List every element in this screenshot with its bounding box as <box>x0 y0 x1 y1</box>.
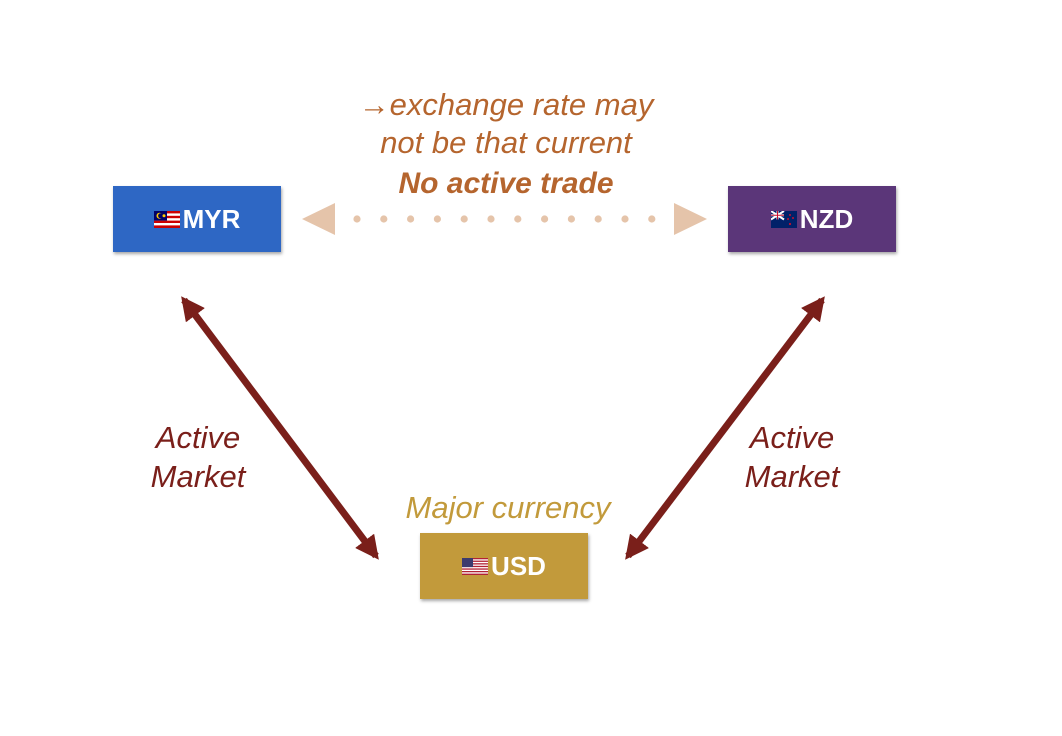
no-active-trade-label: No active trade <box>398 167 614 200</box>
no-trade-dot <box>433 215 441 223</box>
myr-node: MYR <box>113 186 281 252</box>
no-trade-dot <box>621 215 629 223</box>
no-trade-dot <box>380 215 388 223</box>
no-trade-dotted-line <box>353 215 656 223</box>
new-zealand-flag-icon <box>770 210 797 228</box>
myr-label: MYR <box>182 203 241 234</box>
no-trade-arrowhead-right <box>674 203 707 235</box>
major-currency-label: Major currency <box>405 490 611 525</box>
usd-label: USD <box>491 550 546 581</box>
active-market-left-label: Active Market <box>150 420 246 494</box>
no-trade-dot <box>648 215 656 223</box>
exchange-rate-note: →exchange rate may not be that current <box>333 86 679 162</box>
nzd-usd-arrow <box>625 296 825 560</box>
no-trade-arrowhead-left <box>302 203 335 235</box>
malaysia-flag-icon <box>153 210 180 228</box>
nzd-node: NZD <box>728 186 896 252</box>
exchange-rate-note-line1: →exchange rate may <box>358 87 654 122</box>
nzd-label: NZD <box>799 203 854 234</box>
no-trade-dot <box>514 215 522 223</box>
usa-flag-icon <box>462 557 489 575</box>
no-trade-dot <box>541 215 549 223</box>
no-trade-dot <box>487 215 495 223</box>
no-trade-dot <box>353 215 361 223</box>
usd-node: USD <box>420 533 588 599</box>
right-arrow-icon: → <box>358 87 390 122</box>
no-trade-dot <box>567 215 576 223</box>
exchange-rate-note-line2: not be that current <box>380 125 632 160</box>
no-trade-dot <box>460 215 468 223</box>
active-market-right-label: Active Market <box>744 420 840 494</box>
no-trade-dot <box>407 215 415 223</box>
myr-usd-arrow <box>181 296 379 560</box>
no-trade-dot <box>594 215 602 223</box>
